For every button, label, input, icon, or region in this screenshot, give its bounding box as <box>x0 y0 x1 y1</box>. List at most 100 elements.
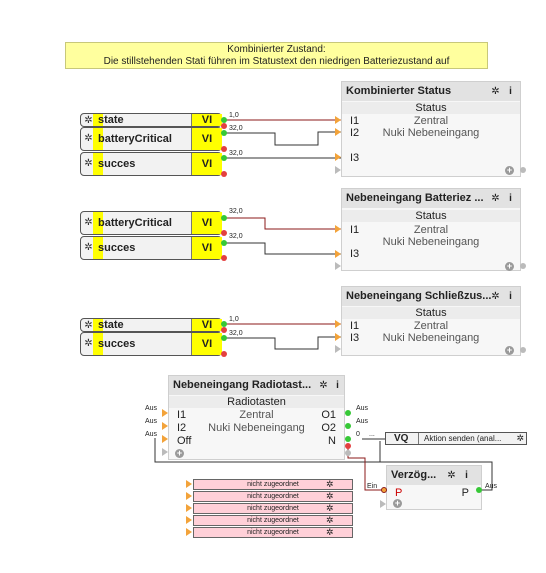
port-value: Aus <box>485 483 498 490</box>
output-port[interactable] <box>520 347 526 353</box>
delay-block[interactable]: Verzög... ✲ i P P + <box>386 465 482 510</box>
input-port[interactable] <box>335 333 341 341</box>
input-port[interactable] <box>335 116 341 124</box>
gear-icon[interactable]: ✲ <box>84 133 93 144</box>
info-icon[interactable]: i <box>509 86 512 97</box>
gear-icon[interactable]: ✲ <box>516 433 524 443</box>
gear-icon[interactable]: ✲ <box>326 527 334 537</box>
input-port[interactable] <box>335 345 341 353</box>
input-port[interactable] <box>186 492 192 500</box>
gear-icon[interactable]: ✲ <box>491 86 500 97</box>
vq-block[interactable]: VQ Aktion senden (anal... ✲ <box>385 432 527 445</box>
list-item[interactable]: nicht zugeordnet <box>193 527 353 538</box>
gear-icon[interactable]: ✲ <box>326 479 334 489</box>
list-item[interactable]: nicht zugeordnet <box>193 479 353 490</box>
info-icon[interactable]: i <box>509 291 512 302</box>
plus-icon[interactable]: + <box>505 345 514 355</box>
input-port-label: I2 <box>177 422 187 434</box>
input-port[interactable] <box>381 487 387 493</box>
output-port[interactable] <box>221 240 227 246</box>
var-input-succes[interactable]: ✲ succes VI <box>80 236 222 260</box>
plus-icon[interactable]: + <box>393 498 402 508</box>
input-port[interactable] <box>380 500 386 508</box>
output-port[interactable] <box>221 117 227 123</box>
center-line: Zentral <box>239 409 274 421</box>
output-port[interactable] <box>221 146 227 152</box>
output-port[interactable] <box>221 255 227 261</box>
radio-block[interactable]: Nebeneingang Radiotast... ✲ i Radiotaste… <box>168 375 345 460</box>
status-block-batterie[interactable]: Nebeneingang Batteriez ... ✲ i Status I1… <box>341 188 521 271</box>
plus-icon[interactable]: + <box>505 261 514 271</box>
input-port[interactable] <box>162 435 168 443</box>
wire-value: 32,0 <box>229 330 243 337</box>
output-port[interactable] <box>345 443 351 449</box>
input-port[interactable] <box>162 422 168 430</box>
gear-icon[interactable]: ✲ <box>84 158 93 169</box>
gear-icon[interactable]: ✲ <box>326 503 334 513</box>
input-port[interactable] <box>162 409 168 417</box>
list-item[interactable]: nicht zugeordnet <box>193 491 353 502</box>
output-port[interactable] <box>221 321 227 327</box>
output-port[interactable] <box>221 171 227 177</box>
output-port[interactable] <box>221 215 227 221</box>
output-port[interactable] <box>221 351 227 357</box>
input-port[interactable] <box>162 448 168 456</box>
output-port[interactable] <box>221 327 227 333</box>
var-input-state[interactable]: ✲ state VI <box>80 318 222 332</box>
input-port[interactable] <box>186 480 192 488</box>
output-port[interactable] <box>345 423 351 429</box>
output-port[interactable] <box>345 436 351 442</box>
output-port[interactable] <box>221 230 227 236</box>
input-port[interactable] <box>335 153 341 161</box>
list-item[interactable]: nicht zugeordnet <box>193 503 353 514</box>
output-port[interactable] <box>520 167 526 173</box>
output-port-label: N <box>328 435 336 447</box>
input-port-label: I2 <box>350 127 360 139</box>
gear-icon[interactable]: ✲ <box>84 320 93 331</box>
var-input-state[interactable]: ✲ state VI <box>80 113 222 127</box>
gear-icon[interactable]: ✲ <box>84 242 93 253</box>
info-icon[interactable]: i <box>509 193 512 204</box>
info-icon[interactable]: i <box>336 380 339 391</box>
center-line: Nuki Nebeneingang <box>208 422 305 434</box>
input-port[interactable] <box>335 225 341 233</box>
var-input-batterycritical[interactable]: ✲ batteryCritical VI <box>80 211 222 235</box>
gear-icon[interactable]: ✲ <box>84 338 93 349</box>
output-port[interactable] <box>221 155 227 161</box>
output-port[interactable] <box>221 335 227 341</box>
status-block-kombiniert[interactable]: Kombinierter Status ✲ i Status I1 I2 I3 … <box>341 81 521 177</box>
output-port[interactable] <box>520 263 526 269</box>
vi-label: VI <box>191 212 222 234</box>
input-port[interactable] <box>335 250 341 258</box>
gear-icon[interactable]: ✲ <box>84 217 93 228</box>
gear-icon[interactable]: ✲ <box>326 515 334 525</box>
var-input-succes[interactable]: ✲ succes VI <box>80 152 222 176</box>
input-port[interactable] <box>335 166 341 174</box>
list-item[interactable]: nicht zugeordnet <box>193 515 353 526</box>
gear-icon[interactable]: ✲ <box>326 491 334 501</box>
gear-icon[interactable]: ✲ <box>447 470 456 481</box>
gear-icon[interactable]: ✲ <box>319 380 328 391</box>
gear-icon[interactable]: ✲ <box>491 193 500 204</box>
output-port[interactable] <box>221 123 227 129</box>
plus-icon[interactable]: + <box>175 448 184 458</box>
center-line: Nuki Nebeneingang <box>382 236 480 248</box>
input-port[interactable] <box>335 320 341 328</box>
info-icon[interactable]: i <box>465 470 468 481</box>
var-input-batterycritical[interactable]: ✲ batteryCritical VI <box>80 127 222 151</box>
var-input-succes[interactable]: ✲ succes VI <box>80 332 222 356</box>
gear-icon[interactable]: ✲ <box>491 291 500 302</box>
output-port[interactable] <box>476 487 482 493</box>
input-port[interactable] <box>186 504 192 512</box>
plus-icon[interactable]: + <box>505 165 514 175</box>
output-port[interactable] <box>345 410 351 416</box>
input-port[interactable] <box>335 128 341 136</box>
output-port[interactable] <box>221 130 227 136</box>
input-port[interactable] <box>335 262 341 270</box>
input-port[interactable] <box>186 516 192 524</box>
gear-icon[interactable]: ✲ <box>84 115 93 126</box>
port-value: Aus <box>356 405 369 412</box>
input-port[interactable] <box>186 528 192 536</box>
output-port[interactable] <box>345 450 351 456</box>
status-block-schliesszustand[interactable]: Nebeneingang Schließzus... ✲ i Status I1… <box>341 286 521 356</box>
